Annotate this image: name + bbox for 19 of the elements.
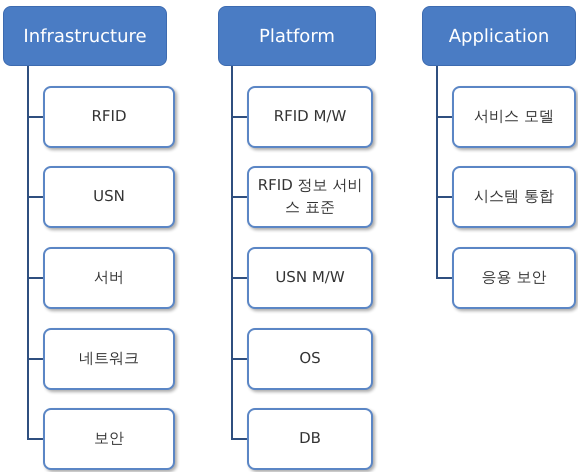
item-box: RFID 정보 서비스 표준 [247, 166, 373, 228]
connector-line [231, 66, 247, 440]
connector-line [27, 66, 43, 440]
item-box: 서버 [43, 247, 175, 309]
item-box: RFID [43, 86, 175, 148]
item-box: USN M/W [247, 247, 373, 309]
category-header: Infrastructure [3, 6, 167, 66]
connector-line [436, 66, 452, 279]
item-box: RFID M/W [247, 86, 373, 148]
item-box: 네트워크 [43, 328, 175, 390]
item-box: 시스템 통합 [452, 166, 576, 228]
category-header: Platform [218, 6, 376, 66]
item-box: 보안 [43, 408, 175, 470]
item-box: DB [247, 408, 373, 470]
category-header: Application [422, 6, 576, 66]
item-box: 서비스 모델 [452, 86, 576, 148]
item-box: OS [247, 328, 373, 390]
item-box: USN [43, 166, 175, 228]
item-box: 응용 보안 [452, 247, 576, 309]
